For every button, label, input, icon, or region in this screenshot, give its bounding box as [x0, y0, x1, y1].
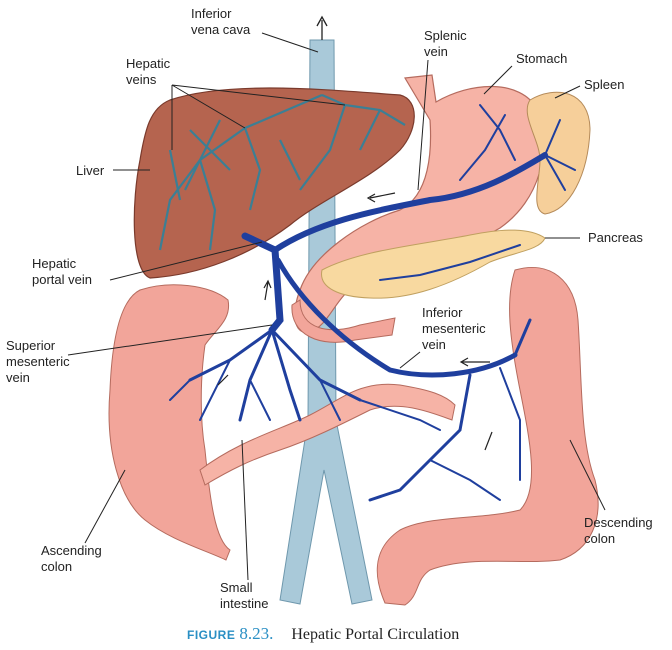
upward-arrow-icon — [316, 15, 328, 40]
label-inferior-mesenteric-vein: Inferior mesenteric vein — [422, 305, 486, 352]
label-descending-colon: Descending colon — [584, 515, 653, 546]
hepatic-vein-network — [158, 93, 406, 251]
label-ascending-colon: Ascending colon — [41, 543, 102, 574]
pancreas — [321, 229, 546, 299]
label-stomach: Stomach — [516, 51, 568, 66]
label-small-intestine: Small intestine — [220, 580, 269, 611]
portal-vein-system — [169, 104, 576, 502]
figure-number: 8.23. — [239, 624, 274, 643]
liver — [133, 87, 415, 279]
label-hepatic-portal-vein: Hepatic portal vein — [32, 256, 92, 287]
label-spleen: Spleen — [584, 77, 625, 92]
label-splenic-vein: Splenic vein — [424, 28, 467, 59]
label-liver: Liver — [76, 163, 105, 178]
label-superior-mesenteric-vein: Superior mesenteric vein — [6, 338, 70, 385]
figure-title: Hepatic Portal Circulation — [291, 626, 460, 643]
ascending-colon — [108, 284, 231, 561]
label-pancreas: Pancreas — [588, 230, 643, 245]
duodenum — [291, 299, 396, 343]
figure-caption: FIGURE 8.23. Hepatic Portal Circulation — [187, 624, 459, 644]
flow-arrows — [217, 192, 493, 451]
spleen — [526, 91, 591, 215]
figure-word: FIGURE — [187, 628, 236, 642]
descending-colon — [376, 266, 599, 606]
leader-lines — [67, 32, 606, 581]
label-inferior-vena-cava: Inferior vena cava — [191, 6, 251, 37]
label-hepatic-veins: Hepatic veins — [126, 56, 171, 87]
hepatic-portal-diagram — [67, 15, 606, 606]
small-intestine — [199, 383, 456, 486]
